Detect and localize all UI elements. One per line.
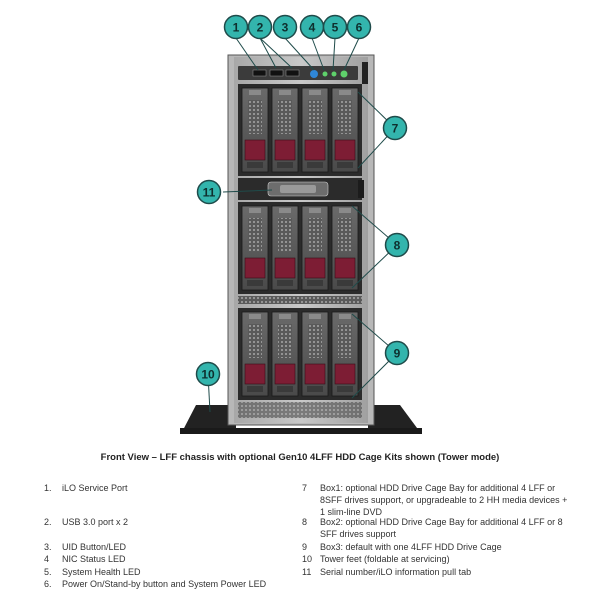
callout-marker-10: 10 (195, 361, 221, 387)
callout-number: 6 (356, 21, 363, 35)
legend-text: USB 3.0 port x 2 (62, 517, 129, 527)
callout-markers: 1 2 3 4 5 6 7 8 9 10 11 (195, 14, 410, 387)
tower-feet (180, 405, 422, 434)
callout-marker-8: 8 (384, 232, 410, 258)
usb-port-shape-1 (269, 69, 284, 77)
callout-number: 3 (282, 21, 289, 35)
health-led-shape (331, 71, 337, 77)
server-front-view-diagram: 1 2 3 4 5 6 7 8 9 10 11 (180, 14, 422, 434)
legend-num: 7 (302, 483, 308, 493)
drive-carrier (241, 205, 269, 291)
callout-marker-7: 7 (382, 115, 408, 141)
legend-num: 3. (44, 542, 52, 552)
legend-num: 5. (44, 567, 52, 577)
callout-number: 8 (394, 239, 401, 253)
callout-number: 7 (392, 122, 399, 136)
legend-text: Box2: optional HDD Drive Cage Bay for ad… (320, 517, 563, 539)
figure-caption: Front View – LFF chassis with optional G… (100, 452, 500, 463)
uid-button-shape (310, 70, 318, 78)
usb-port-shape-2 (285, 69, 300, 77)
legend-text: System Health LED (62, 567, 141, 577)
nic-led-shape (322, 71, 328, 77)
legend-text: Box3: default with one 4LFF HDD Drive Ca… (320, 542, 502, 552)
legend-num: 9 (302, 542, 308, 552)
legend-num: 2. (44, 517, 52, 527)
drive-cage-box2 (238, 202, 362, 294)
legend-num: 10 (302, 554, 313, 564)
callout-number: 11 (203, 186, 216, 200)
front-io-panel (238, 62, 368, 84)
callout-number: 1 (233, 21, 240, 35)
drive-cage-box1 (238, 84, 362, 176)
callout-number: 2 (257, 21, 264, 35)
serial-pull-tab-bay (238, 178, 364, 200)
legend-num: 6. (44, 579, 52, 589)
legend-text: UID Button/LED (62, 542, 127, 552)
drive-carrier (331, 205, 359, 291)
legend-text: Tower feet (foldable at servicing) (320, 554, 450, 564)
legend-num: 1. (44, 483, 52, 493)
legend-left: 1. iLO Service Port 2. USB 3.0 port x 2 … (44, 482, 306, 592)
drive-carrier (271, 87, 299, 173)
drive-carrier (241, 311, 269, 397)
callout-marker-5: 5 (322, 14, 348, 40)
drive-carrier (331, 87, 359, 173)
drive-carrier (271, 311, 299, 397)
drive-carrier (331, 311, 359, 397)
callout-number: 5 (332, 21, 339, 35)
callout-marker-11: 11 (196, 179, 222, 205)
callout-marker-1: 1 (223, 14, 249, 40)
drive-carrier (241, 87, 269, 173)
drive-carrier (301, 311, 329, 397)
legend-text: iLO Service Port (62, 483, 128, 493)
callout-number: 9 (394, 347, 401, 361)
legend-num: 8 (302, 517, 308, 527)
callout-marker-6: 6 (346, 14, 372, 40)
legend-text: Box1: optional HDD Drive Cage Bay for ad… (320, 483, 568, 517)
callout-marker-4: 4 (299, 14, 325, 40)
callout-number: 4 (309, 21, 316, 35)
drive-carrier (301, 205, 329, 291)
ilo-service-port-shape (252, 69, 267, 77)
callout-marker-2: 2 (247, 14, 273, 40)
legend-text: NIC Status LED (62, 554, 126, 564)
legend-text: Serial number/iLO information pull tab (320, 567, 472, 577)
vent-strip (238, 296, 362, 304)
legend-right: 7 Box1: optional HDD Drive Cage Bay for … (302, 482, 572, 592)
legend-num: 11 (302, 567, 312, 577)
legend-text: Power On/Stand-by button and System Powe… (62, 579, 267, 589)
power-button-shape (340, 70, 348, 78)
legend-num: 4 (44, 554, 50, 564)
drive-cage-box3 (238, 308, 362, 400)
callout-number: 10 (201, 368, 215, 382)
callout-marker-9: 9 (384, 340, 410, 366)
drive-carrier (271, 205, 299, 291)
drive-carrier (301, 87, 329, 173)
callout-marker-3: 3 (272, 14, 298, 40)
